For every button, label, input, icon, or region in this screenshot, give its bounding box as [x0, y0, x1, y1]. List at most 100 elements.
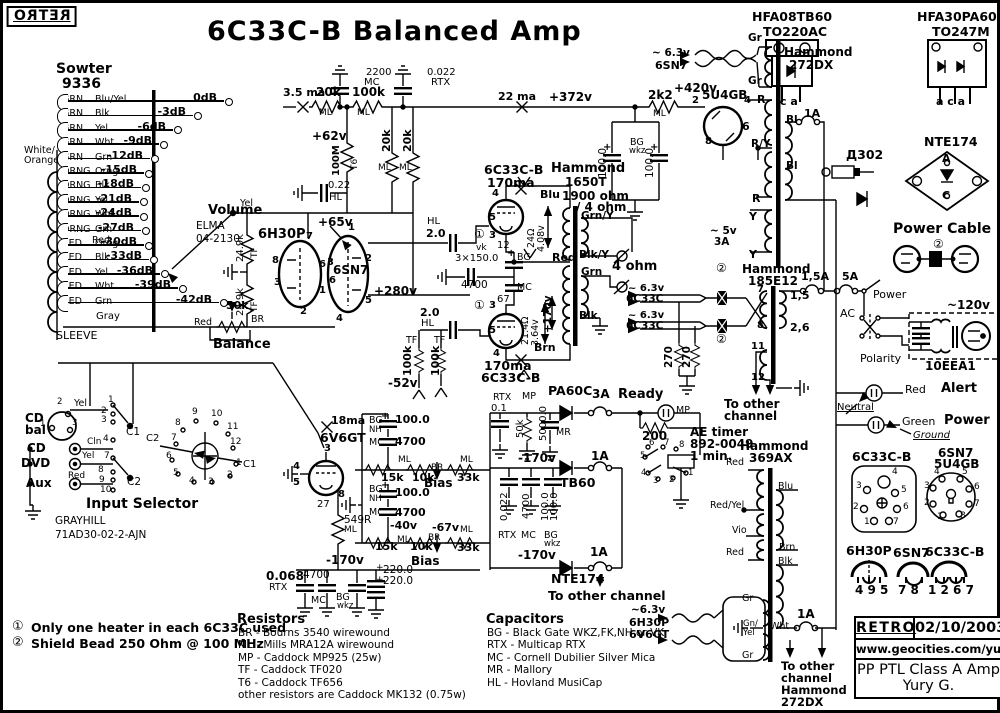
fuse-1a-main: 1A	[804, 107, 821, 120]
cap-5000: 5000.0	[538, 406, 549, 441]
legend-resistors-item: TF - Caddock TF020	[238, 664, 343, 677]
sock2-8: 8	[960, 511, 966, 521]
res-33k-a-type: ML	[460, 455, 473, 465]
relay-7: 7	[664, 438, 670, 448]
res-2k2: 2k2	[648, 88, 673, 102]
legend-capacitors-title: Capacitors	[486, 612, 564, 627]
tap-terminal	[174, 126, 182, 135]
ae-model: 892-0049	[690, 437, 754, 451]
author-name: Yury G.	[902, 678, 955, 694]
cap-bg-b: BG	[544, 530, 558, 541]
cap-4700-b: 4700	[521, 493, 532, 519]
wire-yel-xlr: Yel	[74, 398, 88, 409]
relay-5: 5	[640, 451, 646, 461]
sel-contact-8: 8	[98, 465, 104, 475]
cap-2200-type: MC	[364, 77, 380, 88]
tap-terminal	[140, 198, 148, 207]
tap-winding: ORNG	[62, 195, 91, 206]
pwr-r-b: R	[752, 192, 761, 205]
tap-winding: GRN	[62, 138, 83, 148]
pt-make: Hammond	[784, 45, 853, 59]
tap-wire-color: Grn	[95, 296, 112, 307]
pt2-pin7: 7	[757, 284, 764, 295]
hview-6c33c-pins: 1 2 6 7	[928, 583, 974, 597]
pin-xlr-3: 3	[72, 418, 78, 428]
wire-red-aux: Red	[68, 471, 86, 481]
res-200: 200	[642, 429, 668, 443]
res-100k-tf-b: 100k	[429, 345, 442, 376]
fuse-15a: 1,5A	[801, 270, 829, 283]
socket-5u4gb-label: 5U4GB	[934, 457, 980, 471]
pin-6v6-3: 3	[324, 443, 331, 454]
cap-2200: 2200	[366, 67, 392, 78]
wire-red-balance: Red	[194, 317, 213, 328]
ae-timer: AE timer	[690, 425, 749, 439]
cap-0022-top-type: RTX	[431, 77, 451, 88]
opt-blk: Blk	[579, 310, 598, 322]
cap-bias1-val: 100.0	[395, 413, 430, 426]
sock2-4: 4	[934, 467, 940, 477]
wire-red-opt: Red	[552, 251, 576, 264]
note2-mark-a: ②	[716, 261, 727, 275]
tap-terminal	[142, 227, 150, 236]
volume-label: Volume	[208, 203, 263, 218]
socket-6sn7-label: 6SN7	[938, 446, 974, 460]
cap-4700-bl: 4700	[303, 569, 330, 581]
tap-wire-line	[64, 143, 159, 145]
balance-label: Balance	[213, 337, 271, 352]
tap-wire-line	[64, 301, 219, 304]
pin-6v6-4: 4	[293, 461, 300, 472]
plus-bgp-b: +	[650, 142, 659, 153]
pin-6sn7-2: 2	[365, 253, 372, 264]
tap-wire-line	[64, 215, 139, 217]
pt3-blu: Blu	[778, 481, 794, 492]
cap-hl-a-val: 2.0	[426, 227, 446, 240]
tap-terminal	[194, 111, 202, 120]
pwr-bl-b: Bl	[786, 160, 798, 172]
volume-model: 04-2130	[196, 233, 240, 245]
pin-aca: a c a	[936, 95, 966, 108]
pwr-y-a: Y	[749, 210, 757, 223]
cap-bg-b-grade: wkz	[544, 539, 561, 549]
tap-wire-color: Orng	[95, 167, 118, 177]
tube-6v6gt-label: 6V6GT	[320, 430, 366, 445]
pin-ca: c a	[780, 95, 798, 108]
pt-gnyel: Gn/ Yel	[743, 619, 758, 638]
res-100m: 100M	[331, 145, 342, 176]
pin-5u4-8: 8	[705, 136, 712, 147]
website-url[interactable]: www.geocities.com/yury_g	[856, 640, 1000, 660]
sock2-6: 6	[974, 482, 980, 492]
legend-resistors-item: MP - Caddock MP925 (25w)	[238, 651, 382, 664]
tap-wire-color: Yel	[95, 195, 108, 206]
tap-terminal	[160, 140, 168, 149]
sleeve-label: SLEEVE	[56, 329, 98, 342]
to-other-ch-c: To other channel Hammond 272DX	[781, 659, 847, 709]
label-420v: +420v	[674, 81, 717, 95]
heater-63v-a2: 6C33C	[626, 293, 664, 305]
sel-contact-3: 3	[101, 415, 107, 425]
rot-11: 11	[227, 422, 239, 432]
title-block-date: 02/10/2003	[915, 620, 1000, 636]
wire-cln: Cln	[87, 437, 102, 447]
pt2-make: Hammond	[742, 262, 811, 276]
volume-make: ELMA	[196, 220, 225, 232]
input-cd: CD	[27, 441, 46, 455]
pt3-make: Hammond	[740, 439, 809, 453]
rot-4: 4	[189, 476, 195, 486]
tap-wire-line	[64, 287, 178, 289]
sock2-5: 5	[962, 467, 968, 477]
cap-bias3-val: 100.0	[395, 486, 430, 499]
relay-8: 8	[679, 440, 685, 450]
res-249k-a: 24.9k	[235, 233, 246, 262]
tap-wire-line	[64, 201, 139, 203]
res-15k-a-type: ML	[398, 455, 411, 465]
tap-terminal	[142, 183, 150, 192]
tap-winding: GRN	[62, 152, 83, 163]
pin-6c33c-u-5: 5	[489, 212, 496, 223]
tap-winding: GRN	[62, 123, 83, 134]
pin-6sn7-4: 4	[336, 313, 343, 324]
to-other-ch-a: To other channel	[724, 397, 780, 424]
label-170v-b: -170v	[518, 451, 556, 465]
res-20k-input-type: ML	[319, 108, 332, 118]
